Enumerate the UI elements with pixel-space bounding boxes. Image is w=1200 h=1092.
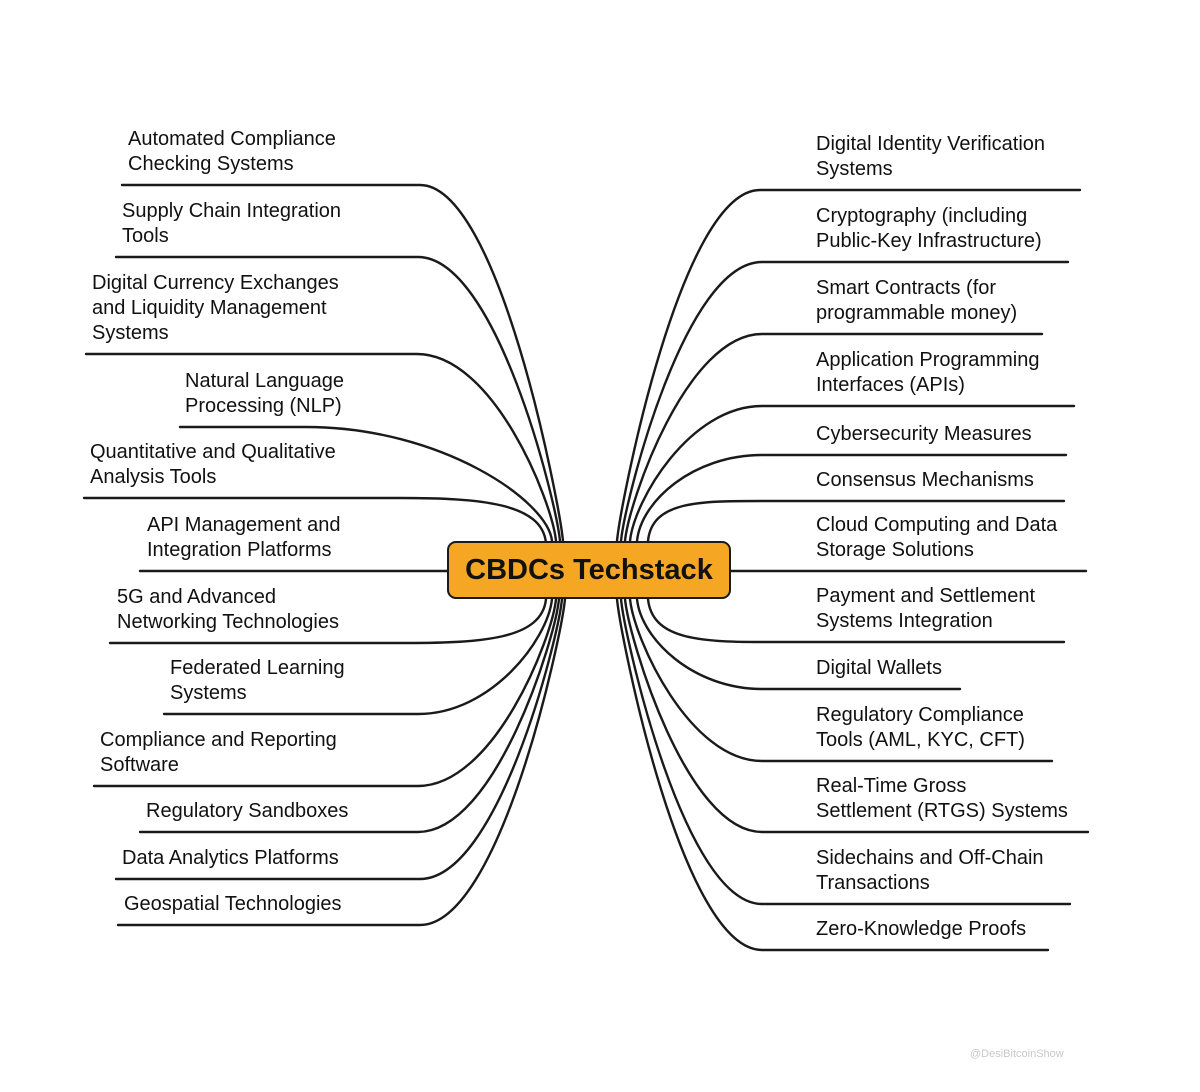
right-branch-label-line: Application Programming — [816, 349, 1040, 371]
left-branch-label-line: API Management and — [147, 514, 341, 536]
right-branch-label-line: Real-Time Gross — [816, 775, 967, 797]
right-branch-label-line: Tools (AML, KYC, CFT) — [816, 729, 1025, 751]
right-branch-connector — [635, 453, 1068, 543]
left-branch-label-line: Software — [100, 754, 179, 776]
right-branch-label-line: Systems — [816, 158, 893, 180]
left-branch-label-line: Analysis Tools — [90, 466, 217, 488]
left-branch-connector — [162, 597, 554, 716]
right-branch-label-line: Cryptography (including — [816, 205, 1028, 227]
left-branch-connector — [116, 597, 567, 927]
left-branch-connector — [84, 352, 558, 543]
right-branch-connector — [623, 332, 1044, 543]
left-branch-connector — [178, 425, 554, 543]
right-branch-connector — [646, 597, 1066, 644]
watermark: @DesiBitcoinShow — [970, 1048, 1064, 1060]
right-branch-label-line: Digital Wallets — [816, 657, 942, 679]
left-branch-label: Data Analytics Platforms — [122, 846, 339, 871]
left-branch-connector — [92, 597, 558, 788]
right-branch-connector — [619, 597, 1072, 906]
left-branch-connector — [82, 496, 548, 545]
left-branch-label-line: Networking Technologies — [117, 611, 339, 633]
left-branch-label-line: Compliance and Reporting — [100, 729, 337, 751]
left-branch-connector — [138, 597, 561, 834]
right-branch-connector — [628, 597, 1054, 763]
right-branch-label-line: Storage Solutions — [816, 539, 974, 561]
left-branch-label-line: Checking Systems — [128, 153, 294, 175]
center-node-label: CBDCs Techstack — [465, 553, 713, 586]
right-branch-label-line: Settlement (RTGS) Systems — [816, 800, 1068, 822]
right-branch-label-line: Transactions — [816, 872, 930, 894]
right-branch-label-line: Systems Integration — [816, 610, 993, 632]
right-branch-label-line: Sidechains and Off-Chain — [816, 847, 1044, 869]
right-branch-label: Smart Contracts (for programmable money) — [816, 276, 1017, 326]
right-branch-label-line: Payment and Settlement — [816, 585, 1036, 607]
left-branch-label-line: Digital Currency Exchanges — [92, 272, 339, 294]
left-branch-label-line: Tools — [122, 225, 169, 247]
right-branch-connector — [615, 188, 1082, 543]
right-branch-connector — [628, 404, 1076, 543]
left-branch-label-line: Systems — [92, 322, 169, 344]
left-branch-label: Geospatial Technologies — [124, 892, 342, 917]
right-branch-label-line: Consensus Mechanisms — [816, 469, 1034, 491]
right-branch-label-line: Cybersecurity Measures — [816, 423, 1032, 445]
right-branch-label-line: programmable money) — [816, 302, 1018, 324]
right-branch-connector — [646, 499, 1066, 543]
left-branch-label-line: 5G and Advanced — [117, 586, 277, 608]
left-branch-connector — [120, 183, 565, 543]
center-node: CBDCs Techstack — [447, 541, 731, 599]
right-branch-label-line: Regulatory Compliance — [816, 704, 1024, 726]
branch-connectors — [82, 183, 1090, 952]
right-branch-connector — [619, 260, 1070, 543]
right-branch-label-line: Interfaces (APIs) — [816, 374, 965, 396]
left-branch-label-line: Data Analytics Platforms — [122, 847, 339, 869]
left-branch-label-line: Integration Platforms — [147, 539, 332, 561]
right-branch-label: Digital Wallets — [816, 656, 942, 681]
right-branch-label: Cybersecurity Measures — [816, 422, 1032, 447]
right-branch-label: Consensus Mechanisms — [816, 468, 1034, 493]
right-branch-label-line: Cloud Computing and Data — [816, 514, 1058, 536]
left-branch-label-line: Quantitative and Qualitative — [90, 441, 336, 463]
left-branch-label-line: and Liquidity Management — [92, 297, 327, 319]
right-branch-connector — [635, 597, 962, 691]
right-branch-label-line: Zero-Knowledge Proofs — [816, 918, 1027, 940]
right-branch-label-line: Smart Contracts (for — [816, 277, 997, 299]
left-branch-label: Regulatory Sandboxes — [146, 799, 348, 824]
left-branch-label-line: Systems — [170, 682, 247, 704]
left-branch-label-line: Regulatory Sandboxes — [146, 800, 349, 822]
left-branch-connector — [114, 255, 562, 543]
left-branch-label-line: Geospatial Technologies — [124, 893, 342, 915]
left-branch-connector — [108, 597, 548, 645]
left-branch-label: Digital Currency Exchanges and Liquidity … — [92, 271, 339, 346]
left-branch-label-line: Supply Chain Integration — [122, 200, 342, 222]
right-branch-label-line: Digital Identity Verification — [816, 133, 1046, 155]
right-branch-connector — [623, 597, 1090, 834]
left-branch-label-line: Natural Language — [185, 370, 345, 392]
left-branch-label-line: Automated Compliance — [128, 128, 336, 150]
left-branch-connector — [114, 597, 564, 881]
left-branch-label-line: Processing (NLP) — [185, 395, 342, 417]
right-branch-label: Zero-Knowledge Proofs — [816, 917, 1026, 942]
right-branch-connector — [615, 597, 1050, 952]
right-branch-label-line: Public-Key Infrastructure) — [816, 230, 1042, 252]
left-branch-label-line: Federated Learning — [170, 657, 345, 679]
